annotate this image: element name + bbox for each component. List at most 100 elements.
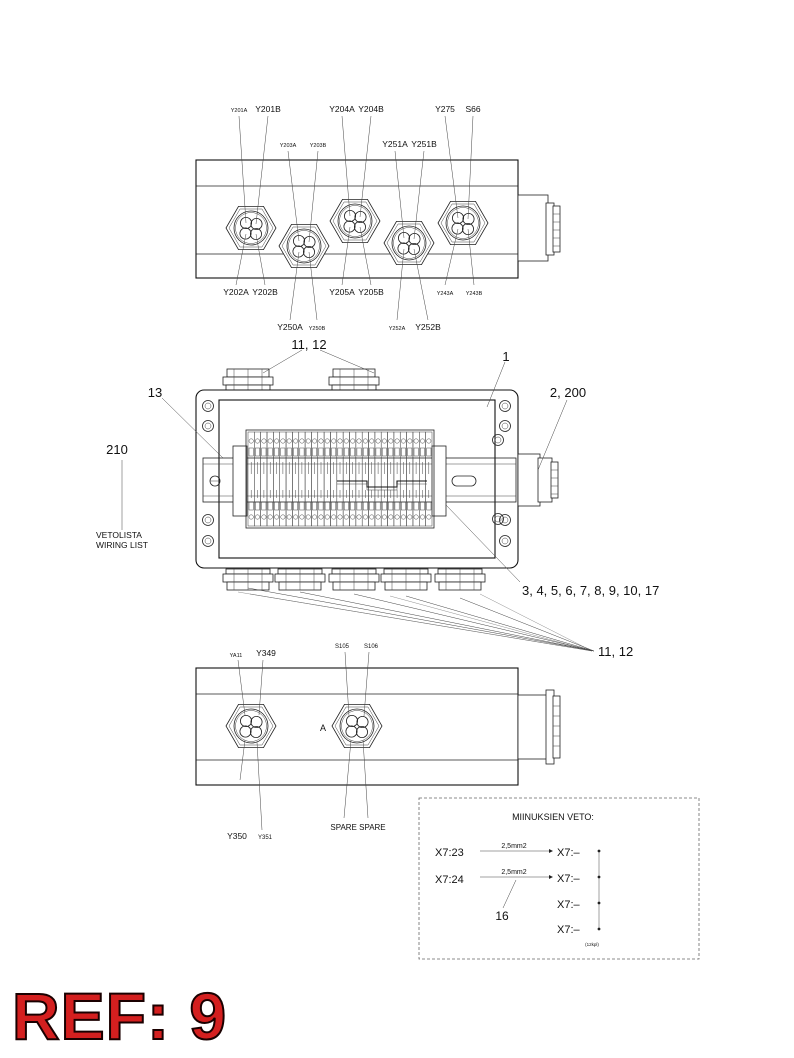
- terminal: [349, 431, 357, 527]
- front-view: 11, 12 1 2, 200 13 210 VETOLISTA WIRING …: [96, 337, 659, 659]
- spare-label: SPARE SPARE: [330, 823, 385, 832]
- terminal: [317, 431, 325, 527]
- wire-label: Y203A: [280, 143, 297, 149]
- cable-gland-top-view-1: [225, 205, 277, 251]
- wiring-list-label-en: WIRING LIST: [96, 540, 148, 550]
- wire-label: Y350: [227, 831, 247, 841]
- terminal: [393, 431, 401, 527]
- wire-label: Y203B: [310, 143, 327, 149]
- wire-size: 2,5mm2: [501, 869, 526, 876]
- terminal: [298, 431, 306, 527]
- wire-label: Y202A: [223, 287, 249, 297]
- leader-11-12-top: [262, 349, 375, 374]
- wire-label: S105: [335, 644, 350, 650]
- terminal: [368, 431, 376, 527]
- terminal: [419, 431, 426, 527]
- terminal: [311, 431, 318, 527]
- wire-label: Y351: [258, 835, 273, 841]
- wire-label: S66: [465, 104, 480, 114]
- bottom-view: A YA11 Y349 Y350 Y351 S105 S106 SPARE SP…: [195, 644, 561, 841]
- leader-13: [161, 397, 224, 459]
- callout-box: 1: [502, 349, 509, 364]
- cable-gland-top-1: [222, 368, 274, 391]
- cable-gland-bottom-1: [225, 704, 277, 748]
- wire-label: Y252B: [415, 322, 441, 332]
- wire-label: Y250A: [277, 322, 303, 332]
- terminal: [406, 431, 414, 527]
- jumper-table: MIINUKSIEN VETO: X7:23 2,5mm2 X7:– X7:24…: [418, 797, 700, 960]
- wire-label: Y349: [256, 648, 276, 658]
- cable-gland-top-view-4: [383, 220, 435, 266]
- enclosure-inner-frame: [218, 399, 496, 559]
- terminal: [361, 431, 369, 527]
- wire-label: Y204A: [329, 104, 355, 114]
- jumper-from: X7:23: [435, 847, 464, 859]
- cable-gland-bottom-side-2: [274, 568, 326, 591]
- reference-label: REF: 9: [11, 979, 228, 1053]
- wire-label: Y201A: [231, 108, 248, 114]
- wire-label: Y243B: [466, 291, 483, 297]
- terminal: [304, 431, 312, 527]
- wire-label: Y251B: [411, 139, 437, 149]
- leader-11-12-bottom: [247, 587, 595, 652]
- wire-size: 2,5mm2: [501, 843, 526, 850]
- wire-label: Y202B: [252, 287, 278, 297]
- wire-label: Y275: [435, 104, 455, 114]
- cable-gland-top-view-2: [278, 223, 330, 269]
- terminal-block: [245, 429, 435, 529]
- callout-terminals: 3, 4, 5, 6, 7, 8, 9, 10, 17: [522, 583, 659, 598]
- wire-label: Y252A: [389, 326, 406, 332]
- terminal: [400, 431, 407, 527]
- leader-1: [486, 361, 506, 408]
- callout-glands-top: 11, 12: [291, 337, 326, 352]
- wire-label: S106: [364, 644, 379, 650]
- din-rail: [202, 457, 517, 503]
- terminal: [292, 431, 299, 527]
- wiring-list-label-fi: VETOLISTA: [96, 530, 142, 540]
- callout-glands-bottom: 11, 12: [598, 644, 633, 659]
- terminal: [425, 431, 433, 527]
- jumper-to: X7:–: [557, 899, 581, 911]
- callout-plug: 2, 200: [550, 385, 586, 400]
- cable-gland-bottom-side-1: [222, 568, 274, 591]
- jumper-to: X7:–: [557, 873, 581, 885]
- terminal: [273, 431, 280, 527]
- terminal: [330, 431, 338, 527]
- wire-label: Y251A: [382, 139, 408, 149]
- jumper-from: X7:24: [435, 874, 464, 886]
- cable-gland-top-view-5: [437, 200, 489, 246]
- terminal: [387, 431, 395, 527]
- quantity-note: (12kpl): [585, 942, 599, 947]
- cable-gland-bottom-side-5: [434, 568, 486, 591]
- leader-terminals: [445, 504, 521, 583]
- callout-rail: 13: [148, 385, 162, 400]
- terminal: [279, 431, 287, 527]
- callout-wiring-list-no: 210: [106, 442, 128, 457]
- terminal: [374, 431, 382, 527]
- terminal: [412, 431, 420, 527]
- wire-label: Y243A: [437, 291, 454, 297]
- jumper-to: X7:–: [557, 924, 581, 936]
- leader-2-200: [537, 399, 568, 471]
- cable-gland-top-view-3: [329, 198, 381, 244]
- view-marker-a: A: [320, 723, 326, 733]
- terminal: [260, 431, 268, 527]
- top-leader-lines: [235, 115, 475, 321]
- jumper-table-title: MIINUKSIEN VETO:: [512, 812, 594, 822]
- terminal: [285, 431, 293, 527]
- terminal-strip: [247, 431, 433, 527]
- wire-label: YA11: [230, 653, 243, 659]
- terminal: [342, 431, 350, 527]
- terminal: [380, 431, 388, 527]
- jumper-to: X7:–: [557, 847, 581, 859]
- terminal: [336, 431, 344, 527]
- wire-label: Y250B: [309, 326, 326, 332]
- terminal: [254, 431, 261, 527]
- cable-gland-bottom-2: [331, 704, 383, 748]
- terminal: [247, 431, 255, 527]
- terminal: [266, 431, 274, 527]
- callout-item: 16: [495, 909, 509, 923]
- wire-label: Y201B: [255, 104, 281, 114]
- wire-label: Y205A: [329, 287, 355, 297]
